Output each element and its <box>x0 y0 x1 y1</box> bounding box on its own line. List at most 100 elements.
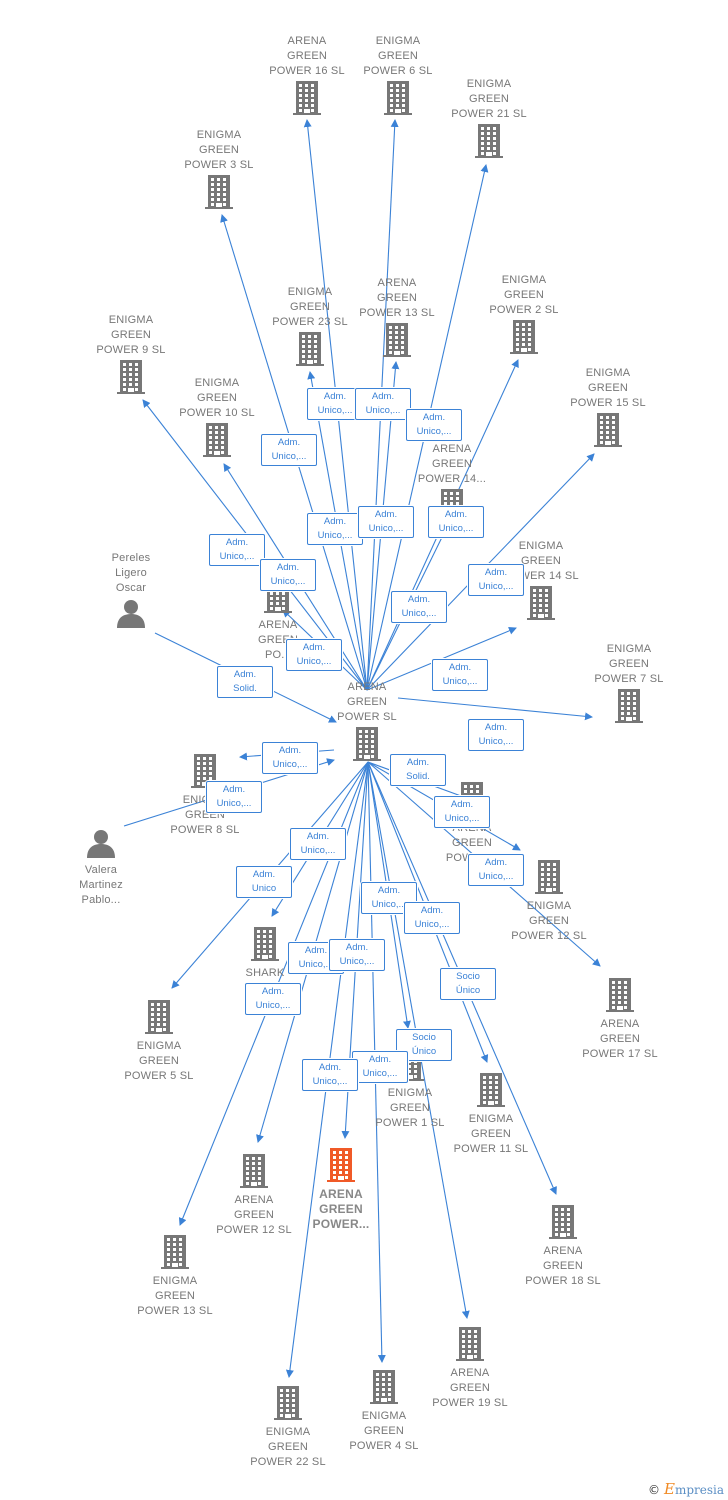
company-node-n22[interactable]: ENIGMA GREEN POWER 22 SL <box>233 1384 343 1470</box>
relation-label-r26[interactable]: Adm. Unico,... <box>329 939 385 971</box>
relation-label-r1[interactable]: Adm. Unico,... <box>307 388 363 420</box>
relation-label-r13[interactable]: Adm. Solid. <box>217 666 273 698</box>
company-node-a12[interactable]: ARENA GREEN POWER 12 SL <box>199 1152 309 1238</box>
company-node-n9[interactable]: ENIGMA GREEN POWER 9 SL <box>76 313 186 399</box>
company-node-n14[interactable]: ENIGMA GREEN POWER 14 SL <box>486 539 596 625</box>
company-node-n2[interactable]: ENIGMA GREEN POWER 2 SL <box>469 273 579 359</box>
company-node-a19[interactable]: ARENA GREEN POWER 19 SL <box>415 1325 525 1411</box>
relation-label-r14[interactable]: Adm. Unico,... <box>432 659 488 691</box>
company-node-n8[interactable]: ENIGMA GREEN POWER 8 SL <box>150 752 260 838</box>
relation-label-r16[interactable]: Adm. Unico,... <box>262 742 318 774</box>
company-node-n23[interactable]: ENIGMA GREEN POWER 23 SL <box>255 285 365 371</box>
relation-label-r8[interactable]: Adm. Unico,... <box>428 506 484 538</box>
person-icon <box>76 598 186 633</box>
building-icon <box>104 1000 214 1039</box>
company-node-n3[interactable]: ENIGMA GREEN POWER 3 SL <box>164 128 274 214</box>
node-label: ENIGMA GREEN POWER 23 SL <box>272 286 348 328</box>
person-icon <box>46 828 156 863</box>
company-node-a17[interactable]: ARENA GREEN POWER 17 SL <box>565 976 675 1062</box>
building-icon <box>233 1386 343 1425</box>
building-icon <box>312 727 422 766</box>
company-node-n6[interactable]: ENIGMA GREEN POWER 6 SL <box>343 34 453 120</box>
company-node-center[interactable]: ARENA GREEN POWER SL <box>312 680 422 766</box>
node-label: ARENA GREEN POWER 18 SL <box>525 1245 601 1287</box>
relation-label-r10[interactable]: Adm. Unico,... <box>468 564 524 596</box>
relation-label-r7[interactable]: Adm. Unico,... <box>358 506 414 538</box>
copyright-icon: © <box>647 1483 660 1497</box>
relation-label-r20[interactable]: Adm. Unico,... <box>434 796 490 828</box>
building-icon <box>415 1327 525 1366</box>
relation-label-r11[interactable]: Adm. Unico,... <box>391 591 447 623</box>
relation-label-r5[interactable]: Adm. Unico,... <box>209 534 265 566</box>
node-label: ENIGMA GREEN POWER 8 SL <box>170 794 240 836</box>
node-label: ENIGMA GREEN POWER 2 SL <box>489 274 559 316</box>
building-icon <box>508 1205 618 1244</box>
building-icon <box>199 1154 309 1193</box>
relation-label-r23[interactable]: Adm. Unico,... <box>361 882 417 914</box>
building-icon <box>150 754 260 793</box>
relation-label-r19[interactable]: Adm. Unico,... <box>290 828 346 860</box>
building-icon <box>486 586 596 625</box>
node-label: ARENA GREEN POWER 16 SL <box>269 35 345 77</box>
company-node-n7[interactable]: ENIGMA GREEN POWER 7 SL <box>574 642 684 728</box>
node-label: ENIGMA GREEN POWER 15 SL <box>570 367 646 409</box>
building-icon <box>210 927 320 966</box>
company-node-n10[interactable]: ENIGMA GREEN POWER 10 SL <box>162 376 272 462</box>
building-icon <box>565 978 675 1017</box>
company-node-n15[interactable]: ENIGMA GREEN POWER 15 SL <box>553 366 663 452</box>
node-label: ENIGMA GREEN POWER 3 SL <box>184 129 254 171</box>
node-label: ENIGMA GREEN POWER 13 SL <box>137 1275 213 1317</box>
company-node-n4[interactable]: ENIGMA GREEN POWER 4 SL <box>329 1368 439 1454</box>
building-icon <box>574 689 684 728</box>
company-node-a13[interactable]: ARENA GREEN POWER 13 SL <box>342 276 452 362</box>
relation-label-r28[interactable]: Adm. Unico,... <box>245 983 301 1015</box>
node-label: ENIGMA GREEN POWER 21 SL <box>451 78 527 120</box>
relation-label-r2[interactable]: Adm. Unico,... <box>355 388 411 420</box>
node-label: ARENA GREEN POWER 13 SL <box>359 277 435 319</box>
relation-label-r9[interactable]: Adm. Unico,... <box>260 559 316 591</box>
company-node-n12[interactable]: ENIGMA GREEN POWER 12 SL <box>494 858 604 944</box>
brand-name: mpresia <box>674 1483 724 1497</box>
empresia-brand[interactable]: ©Empresia <box>648 1480 724 1498</box>
building-icon <box>286 1148 396 1187</box>
brand-initial: E <box>663 1480 675 1498</box>
relation-label-r17[interactable]: Adm. Unico,... <box>206 781 262 813</box>
node-label: ENIGMA GREEN POWER 6 SL <box>363 35 433 77</box>
relation-label-r15[interactable]: Adm. Unico,... <box>468 719 524 751</box>
relation-label-r32[interactable]: Adm. Unico,... <box>302 1059 358 1091</box>
node-label: ENIGMA GREEN POWER 11 SL <box>453 1113 529 1155</box>
relation-label-r12[interactable]: Adm. Unico,... <box>286 639 342 671</box>
node-label: ARENA GREEN POWER SL <box>337 681 397 723</box>
building-icon <box>436 1073 546 1112</box>
company-node-n13[interactable]: ENIGMA GREEN POWER 13 SL <box>120 1233 230 1319</box>
company-node-n16[interactable]: ARENA GREEN POWER 16 SL <box>252 34 362 120</box>
company-node-n5[interactable]: ENIGMA GREEN POWER 5 SL <box>104 998 214 1084</box>
relation-label-r27[interactable]: Socio Único <box>440 968 496 1000</box>
company-node-n21[interactable]: ENIGMA GREEN POWER 21 SL <box>434 77 544 163</box>
node-label: ENIGMA GREEN POWER 9 SL <box>96 314 166 356</box>
company-node-n11[interactable]: ENIGMA GREEN POWER 11 SL <box>436 1071 546 1157</box>
node-label: ARENA GREEN POWER... <box>312 1187 370 1231</box>
company-node-shark[interactable]: SHARK R... <box>210 925 320 996</box>
relation-label-r31[interactable]: Adm. Unico,... <box>352 1051 408 1083</box>
relation-label-r22[interactable]: Adm. Unico,... <box>468 854 524 886</box>
building-icon <box>164 175 274 214</box>
node-label: ENIGMA GREEN POWER 7 SL <box>594 643 664 685</box>
relation-label-r18[interactable]: Adm. Solid. <box>390 754 446 786</box>
building-icon <box>329 1370 439 1409</box>
building-icon <box>343 81 453 120</box>
relation-label-r4[interactable]: Adm. Unico,... <box>261 434 317 466</box>
relation-label-r3[interactable]: Adm. Unico,... <box>406 409 462 441</box>
person-node-valera[interactable]: Valera Martinez Pablo... <box>46 826 156 908</box>
company-node-main[interactable]: ARENA GREEN POWER... <box>286 1146 396 1232</box>
node-label: ENIGMA GREEN POWER 4 SL <box>349 1410 419 1452</box>
node-label: ENIGMA GREEN POWER 1 SL <box>375 1087 445 1129</box>
relation-label-r24[interactable]: Adm. Unico,... <box>404 902 460 934</box>
relation-label-r21[interactable]: Adm. Unico <box>236 866 292 898</box>
building-icon <box>553 413 663 452</box>
building-icon <box>120 1235 230 1274</box>
relation-label-r6[interactable]: Adm. Unico,... <box>307 513 363 545</box>
edge-14 <box>397 697 593 721</box>
company-node-a18[interactable]: ARENA GREEN POWER 18 SL <box>508 1203 618 1289</box>
person-node-pereles[interactable]: Pereles Ligero Oscar <box>76 551 186 633</box>
